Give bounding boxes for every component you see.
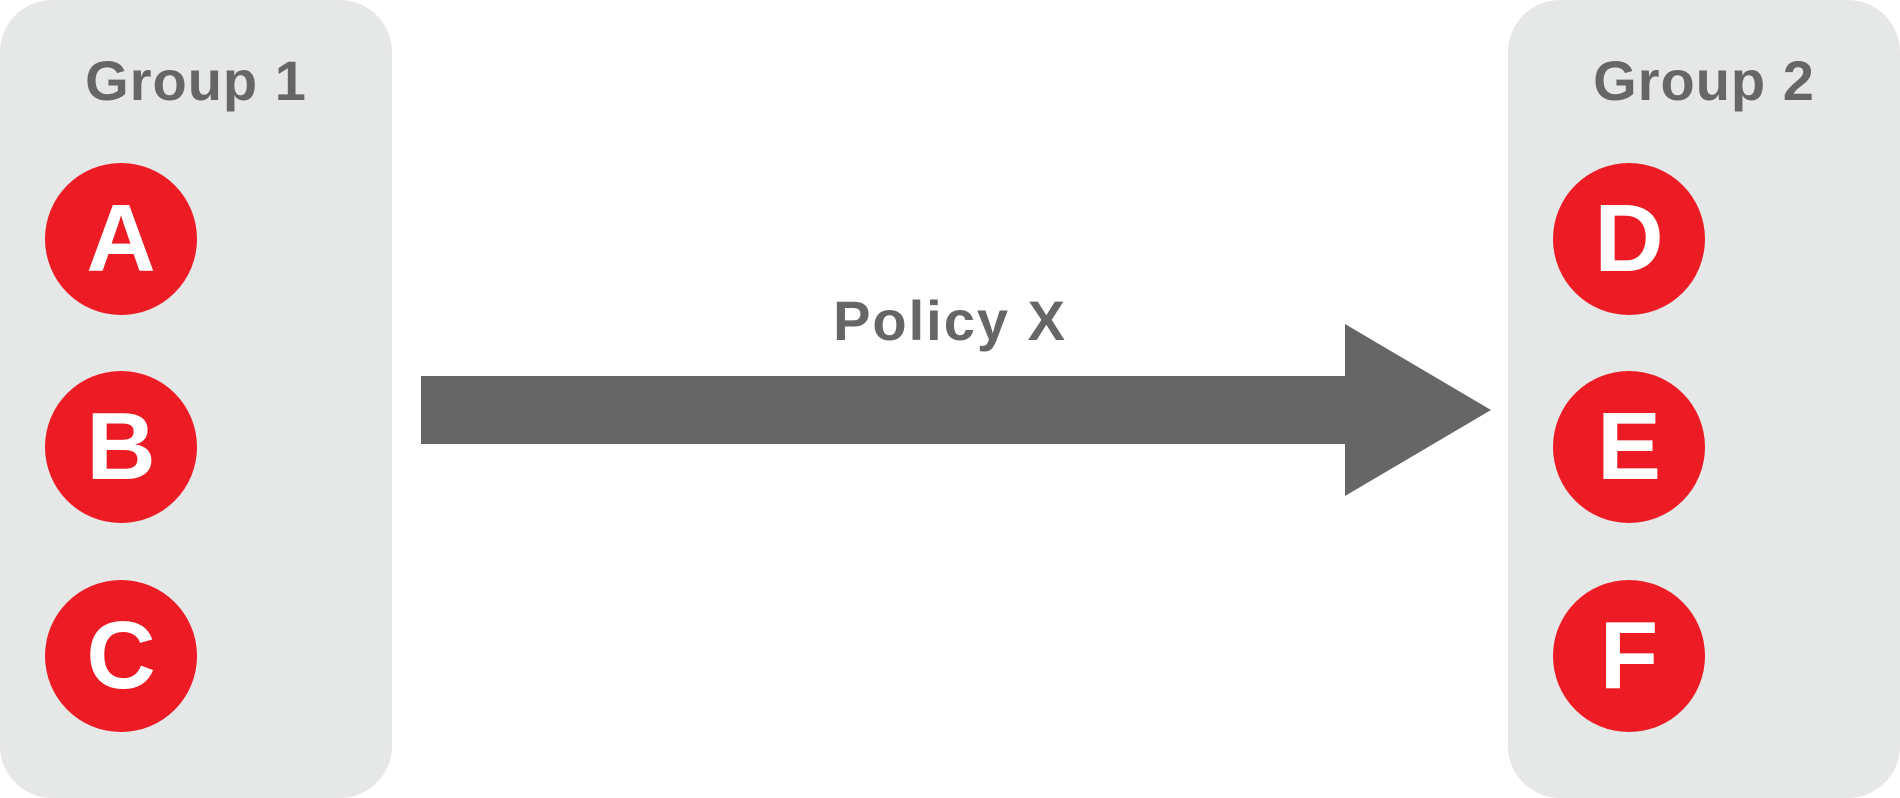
node-e: E <box>1553 371 1705 523</box>
group-2-title: Group 2 <box>1593 49 1815 112</box>
node-b: B <box>45 371 197 523</box>
group-2-panel: Group 2 D E F <box>1508 0 1900 798</box>
policy-label: Policy X <box>833 289 1067 352</box>
node-a: A <box>45 163 197 315</box>
node-f: F <box>1553 580 1705 732</box>
node-c: C <box>45 580 197 732</box>
right-arrow-icon <box>421 324 1491 496</box>
group-1-title: Group 1 <box>85 49 307 112</box>
group-1-panel: Group 1 A B C <box>0 0 392 798</box>
node-d: D <box>1553 163 1705 315</box>
